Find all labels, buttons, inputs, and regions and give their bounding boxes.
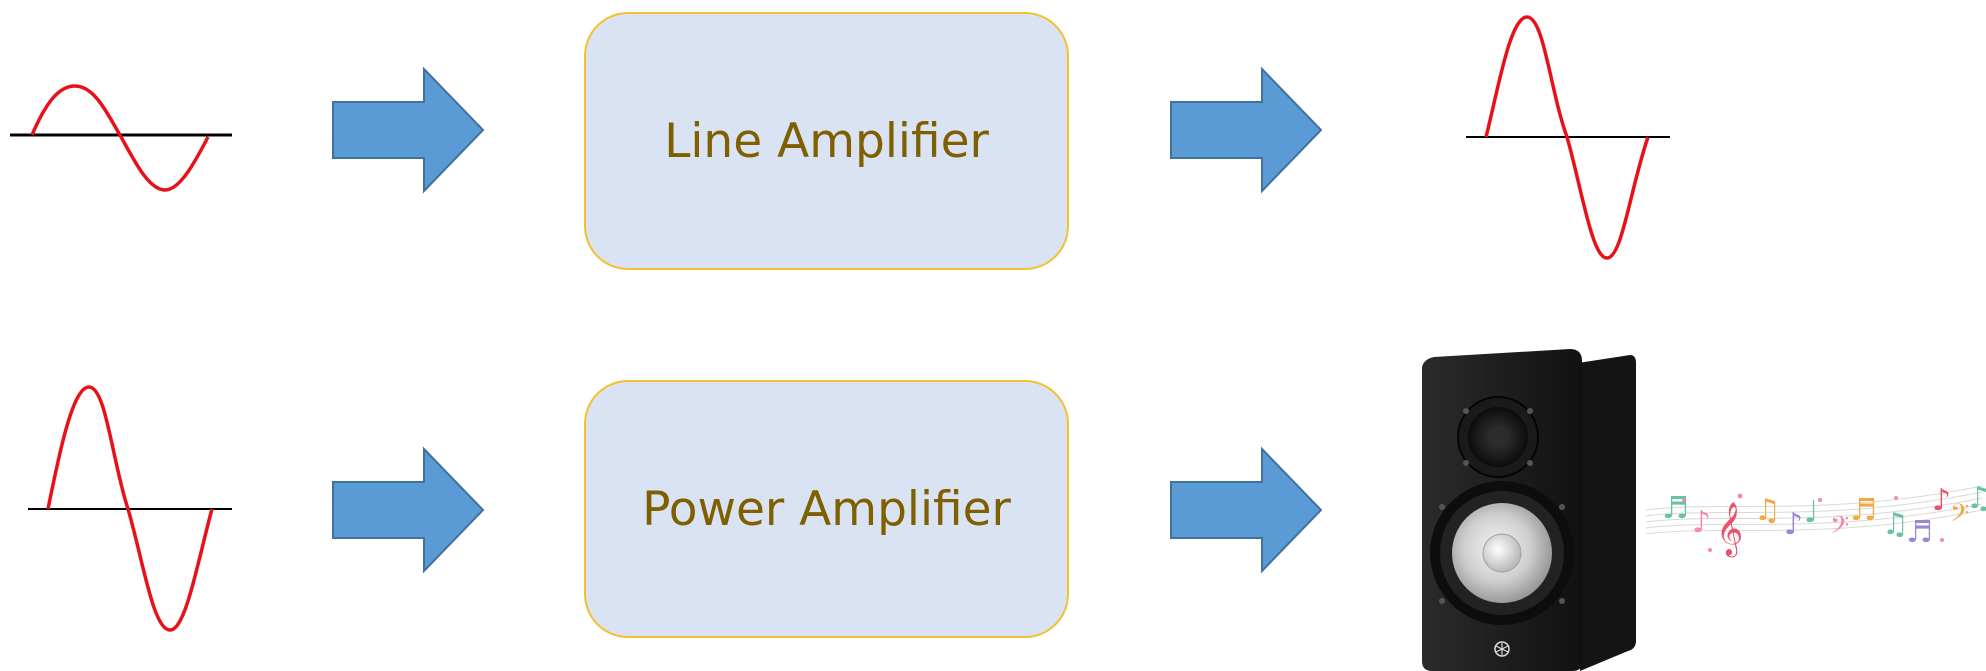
music-notes-icon: ♬ ♪ 𝄞 ♫ ♪ ♩ 𝄢 ♬ ♫ ♬ ♪ 𝄢 ♫	[1645, 481, 1986, 557]
arrow-shape	[1170, 446, 1323, 574]
power-amp-input-waveform	[28, 385, 232, 632]
svg-text:♬: ♬	[1850, 493, 1877, 528]
arrow-shape	[332, 66, 485, 194]
power-amplifier-block: Power Amplifier	[584, 380, 1069, 638]
svg-text:♫: ♫	[1754, 493, 1781, 528]
waveform-curve	[30, 84, 210, 192]
amplified-output-waveform	[1466, 15, 1670, 260]
waveform-curve	[1484, 15, 1650, 260]
line-amplifier-block: Line Amplifier	[584, 12, 1069, 270]
svg-text:♬: ♬	[1662, 491, 1689, 526]
svg-text:♪: ♪	[1932, 483, 1951, 518]
studio-monitor-speaker-icon	[1422, 349, 1636, 671]
svg-text:♬: ♬	[1906, 515, 1933, 550]
waveform-curve	[46, 385, 214, 632]
arrow-from-line-amplifier	[1170, 66, 1323, 194]
svg-text:𝄢: 𝄢	[1830, 511, 1849, 546]
arrow-shape	[332, 446, 485, 574]
small-input-waveform	[10, 84, 232, 192]
power-amplifier-label: Power Amplifier	[642, 481, 1011, 537]
svg-text:♪: ♪	[1692, 505, 1711, 540]
svg-text:♪: ♪	[1784, 507, 1803, 542]
svg-text:♫: ♫	[1966, 481, 1986, 516]
arrow-to-power-amplifier	[332, 446, 485, 574]
svg-text:♩: ♩	[1804, 495, 1818, 530]
svg-text:𝄞: 𝄞	[1716, 501, 1743, 557]
line-amplifier-label: Line Amplifier	[664, 113, 989, 169]
svg-text:♫: ♫	[1882, 507, 1909, 542]
arrow-shape	[1170, 66, 1323, 194]
svg-text:𝄢: 𝄢	[1950, 499, 1969, 534]
arrow-to-speaker	[1170, 446, 1323, 574]
arrow-to-line-amplifier	[332, 66, 485, 194]
